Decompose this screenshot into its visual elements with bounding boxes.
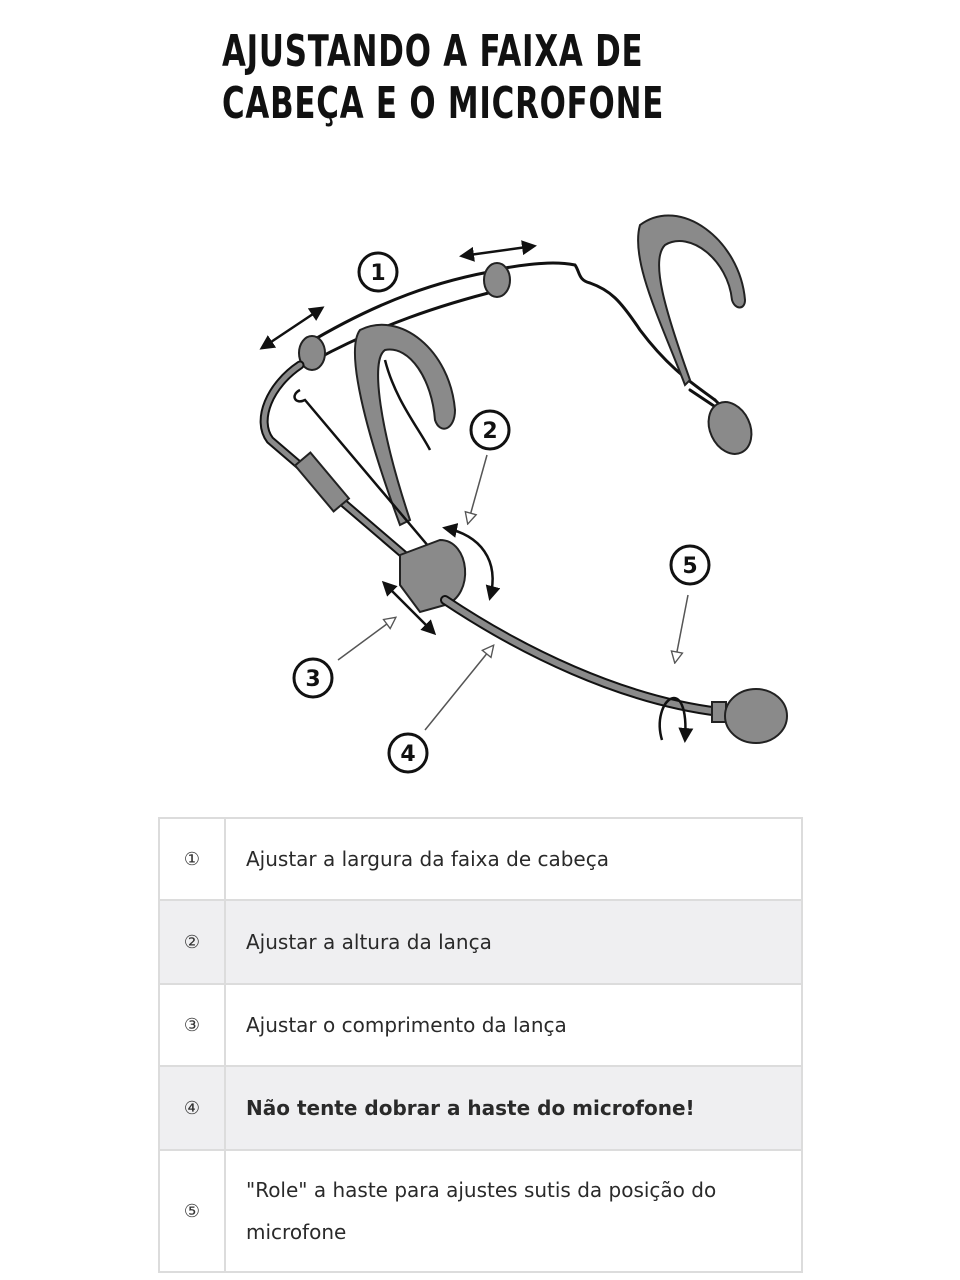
row-number: ④: [158, 1065, 226, 1151]
right-ear-hook: [637, 214, 753, 455]
row-description: Ajustar o comprimento da lança: [224, 983, 803, 1067]
row-number: ②: [158, 899, 226, 985]
adjustment-arrows: [259, 240, 694, 743]
svg-text:4: 4: [400, 742, 415, 767]
table-row: ③ Ajustar o comprimento da lança: [158, 983, 803, 1067]
table-row: ⑤ "Role" a haste para ajustes sutis da p…: [158, 1149, 803, 1273]
row-description-warning: Não tente dobrar a haste do microfone!: [224, 1065, 803, 1151]
microphone-boom: [440, 595, 788, 744]
headset-diagram: 1 2 3 4 5: [259, 214, 788, 774]
row-description: Ajustar a altura da lança: [224, 899, 803, 985]
svg-text:3: 3: [305, 667, 320, 692]
callout-pointers: [337, 454, 689, 731]
table-row: ① Ajustar a largura da faixa de cabeça: [158, 817, 803, 901]
table-row: ② Ajustar a altura da lança: [158, 899, 803, 985]
row-number: ①: [158, 817, 226, 901]
adjustment-legend-table: ① Ajustar a largura da faixa de cabeça ②…: [158, 817, 803, 1273]
left-ear-hook: [354, 323, 457, 527]
headband: [303, 261, 737, 422]
svg-text:5: 5: [682, 554, 697, 579]
row-description: "Role" a haste para ajustes sutis da pos…: [224, 1149, 803, 1273]
row-description: Ajustar a largura da faixa de cabeça: [224, 817, 803, 901]
title-line-2: CABEÇA E O MICROFONE: [222, 78, 665, 129]
row-number: ⑤: [158, 1149, 226, 1273]
callout-badges: 1 2 3 4 5: [292, 251, 711, 774]
title-line-1: AJUSTANDO A FAIXA DE: [222, 26, 644, 77]
svg-text:2: 2: [482, 419, 497, 444]
row-number: ③: [158, 983, 226, 1067]
table-row: ④ Não tente dobrar a haste do microfone!: [158, 1065, 803, 1151]
page-title: AJUSTANDO A FAIXA DE CABEÇA E O MICROFON…: [222, 26, 664, 130]
svg-text:1: 1: [370, 261, 385, 286]
